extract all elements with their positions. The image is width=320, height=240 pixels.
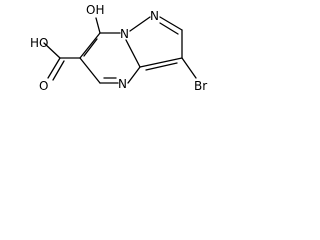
bromine-label: Br xyxy=(194,79,207,93)
nitrogen-pyrimidine-label: N xyxy=(118,77,127,91)
bond-cooh-o-double xyxy=(52,60,65,81)
hydroxyl-label: OH xyxy=(86,3,104,17)
bond-lines xyxy=(43,16,197,84)
bond-cooh-o xyxy=(47,57,61,79)
bond-c6-c5 xyxy=(79,57,101,84)
bond-n4-c3a xyxy=(127,66,141,84)
bond-n1-n2 xyxy=(129,16,151,32)
bond-c7-c6 xyxy=(79,32,101,59)
acid-hydroxyl-label: HO xyxy=(30,36,48,50)
bond-c3-c3a-double xyxy=(145,62,178,71)
bond-c3-c3a xyxy=(139,57,183,68)
nitrogen-pyrazole-label: N xyxy=(150,9,159,23)
molecule-structure: OH HO O N N N Br xyxy=(30,3,207,93)
bond-cooh-ho xyxy=(43,42,61,59)
bond-n2-c2 xyxy=(159,16,183,31)
bond-c3a-n1 xyxy=(125,39,141,68)
bond-c7-oh xyxy=(95,17,101,34)
bond-n2-c2-double xyxy=(159,22,179,35)
bond-c3-br xyxy=(181,57,197,79)
atom-labels: OH HO O N N N Br xyxy=(30,3,207,93)
bond-c7-c6-double xyxy=(83,38,98,57)
carbonyl-oxygen-label: O xyxy=(39,79,48,93)
nitrogen-bridgehead-label: N xyxy=(120,27,129,41)
